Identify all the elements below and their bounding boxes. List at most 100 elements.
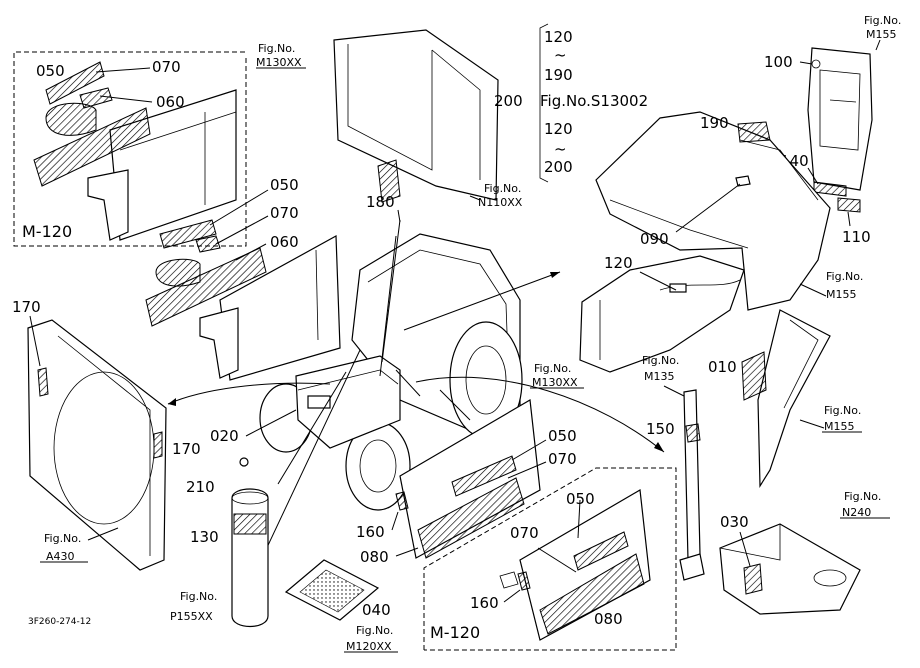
manual-040-cover xyxy=(299,569,365,613)
sticker-050-b xyxy=(159,219,217,249)
label-050-b: 050 xyxy=(270,176,299,194)
sticker-190 xyxy=(737,121,771,143)
label-070-b: 070 xyxy=(270,204,299,222)
m120-inset-top-left: Fig.No. M130XX 050 070 060 M-120 xyxy=(13,42,306,247)
figref-m155-top-line2: M155 xyxy=(866,28,897,41)
label-170-b: 170 xyxy=(172,440,201,458)
label-100: 100 xyxy=(764,53,793,71)
filter-130 xyxy=(231,488,269,628)
step-plate-n240: Fig.No. N240 030 xyxy=(719,490,890,615)
figref-n110-line1: Fig.No. xyxy=(484,182,521,195)
figref-n110-line2: N110XX xyxy=(478,196,523,209)
label-200-bot: 200 xyxy=(544,158,573,176)
label-060-a: 060 xyxy=(156,93,185,111)
figref-m135-line2: M135 xyxy=(644,370,675,383)
sticker-140 xyxy=(813,181,847,197)
sticker-110 xyxy=(837,197,861,213)
label-130: 130 xyxy=(190,528,219,546)
lower-left-parts: 020 210 130 Fig.No. P155XX xyxy=(170,409,297,628)
sticker-060-b-big xyxy=(145,247,267,327)
figref-m130-top-line2: M130XX xyxy=(256,56,302,69)
sticker-180 xyxy=(377,159,401,203)
label-040: 040 xyxy=(362,601,391,619)
label-m120-a: M-120 xyxy=(22,222,72,241)
figref-s13002: Fig.No.S13002 xyxy=(540,92,648,110)
figref-a430-line2: A430 xyxy=(46,550,75,563)
sticker-070-b xyxy=(195,235,221,253)
tractor-body xyxy=(167,219,665,593)
bonnet-fender: 190 090 120 Fig.No. M155 xyxy=(579,111,863,373)
strip-m135: Fig.No. M135 150 xyxy=(642,354,705,581)
sticker-160-b xyxy=(517,571,531,591)
sticker-130 xyxy=(233,513,267,535)
label-080-a: 080 xyxy=(360,548,389,566)
sticker-170-a xyxy=(37,367,49,397)
figref-m155-mid-line2: M155 xyxy=(826,288,857,301)
figref-p155-line1: Fig.No. xyxy=(180,590,217,603)
label-120: 120 xyxy=(604,254,633,272)
label-m120-b: M-120 xyxy=(430,623,480,642)
label-070-c: 070 xyxy=(548,450,577,468)
label-090: 090 xyxy=(640,230,669,248)
label-120-mid: 120 xyxy=(544,120,573,138)
sticker-080-b xyxy=(539,553,645,635)
sticker-050-a xyxy=(45,61,105,105)
drawing-code: 3F260-274-12 xyxy=(28,617,91,627)
washer-210 xyxy=(239,457,249,467)
label-020: 020 xyxy=(210,427,239,445)
label-110: 110 xyxy=(842,228,871,246)
sticker-050-d xyxy=(573,531,629,571)
label-170-a: 170 xyxy=(12,298,41,316)
label-050-c: 050 xyxy=(548,427,577,445)
manual-m120: 040 Fig.No. M120XX xyxy=(284,559,398,653)
label-150: 150 xyxy=(646,420,675,438)
figref-m155-low-line1: Fig.No. xyxy=(824,404,861,417)
figref-p155-line2: P155XX xyxy=(170,610,213,623)
side-cover-m155: 010 Fig.No. M155 xyxy=(708,309,862,489)
m120-inset-bottom: 050 070 160 080 M-120 xyxy=(423,467,677,651)
label-190-top: 190 xyxy=(544,66,573,84)
sticker-030 xyxy=(743,563,763,595)
figref-m130-mid-line2: M130XX xyxy=(532,376,578,389)
label-050-a: 050 xyxy=(36,62,65,80)
figref-m155-mid-line1: Fig.No. xyxy=(826,270,863,283)
figref-m130-top-line1: Fig.No. xyxy=(258,42,295,55)
label-210: 210 xyxy=(186,478,215,496)
label-070-d: 070 xyxy=(510,524,539,542)
fender-detail xyxy=(669,283,687,293)
fender-panel-m130: Fig.No. M130XX 050 070 160 080 xyxy=(356,362,584,566)
sticker-060-b xyxy=(155,258,201,287)
label-190: 190 xyxy=(700,114,729,132)
sticker-080-a xyxy=(417,477,525,559)
figref-n240-line2: N240 xyxy=(842,506,871,519)
label-080-b: 080 xyxy=(594,610,623,628)
sticker-160-a xyxy=(395,491,409,511)
sticker-010 xyxy=(741,351,767,401)
sticker-060-a-big xyxy=(33,107,151,187)
group-050-070-060: 050 070 060 xyxy=(145,176,341,381)
tilde-2: ~ xyxy=(554,140,567,158)
label-070-a: 070 xyxy=(152,58,181,76)
sticker-050-c xyxy=(451,455,517,497)
label-180: 180 xyxy=(366,193,395,211)
range-bracket: 120 ~ 190 200 Fig.No.S13002 120 ~ 200 xyxy=(494,23,648,183)
label-160-b: 160 xyxy=(470,594,499,612)
figref-m135-line1: Fig.No. xyxy=(642,354,679,367)
figref-m155-low-line2: M155 xyxy=(824,420,855,433)
figref-m120-line2: M120XX xyxy=(346,640,392,653)
tilde-1: ~ xyxy=(554,46,567,64)
label-010: 010 xyxy=(708,358,737,376)
tractor-emblem xyxy=(307,395,331,409)
label-160-a: 160 xyxy=(356,523,385,541)
radiator-frame-a430: 170 170 Fig.No. A430 xyxy=(12,298,201,571)
cab-panel-n110: 180 Fig.No. N110XX xyxy=(333,29,523,223)
label-060-b: 060 xyxy=(270,233,299,251)
figref-m120-line1: Fig.No. xyxy=(356,624,393,637)
label-120-top: 120 xyxy=(544,28,573,46)
label-050-d: 050 xyxy=(566,490,595,508)
figref-a430-line1: Fig.No. xyxy=(44,532,81,545)
figref-n240-line1: Fig.No. xyxy=(844,490,881,503)
figref-m130-mid-line1: Fig.No. xyxy=(534,362,571,375)
sticker-150 xyxy=(685,423,701,443)
